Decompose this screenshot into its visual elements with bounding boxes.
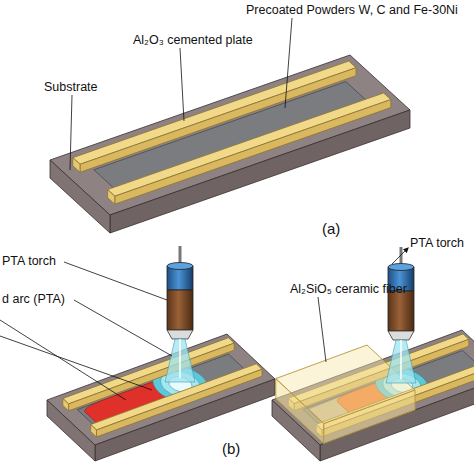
part-label: Al₂SiO₅ ceramic fiber (290, 282, 407, 296)
pta-torch-right (386, 247, 416, 383)
panel-label: (b) (222, 440, 240, 457)
leader-lines-a (70, 18, 292, 170)
panel-label: (a) (322, 220, 340, 237)
leader-lines-b-left (0, 262, 172, 400)
part-label: PTA torch (410, 236, 464, 250)
substrate-b-left (47, 334, 275, 461)
substrate-b-right (272, 330, 474, 461)
part-label: PTA torch (2, 254, 56, 268)
alumina-plate-b-left (63, 338, 262, 437)
pta-torch-left (165, 246, 195, 382)
part-label: Precoated Powders W, C and Fe-30Ni (246, 3, 458, 17)
alumina-plate-a (73, 61, 391, 204)
part-label: Al₂O₃ cemented plate (133, 33, 253, 47)
part-label: d arc (PTA) (2, 292, 65, 306)
part-label: Substrate (44, 80, 98, 94)
leader-lines-b-right (318, 248, 408, 362)
substrate-a (50, 55, 410, 233)
